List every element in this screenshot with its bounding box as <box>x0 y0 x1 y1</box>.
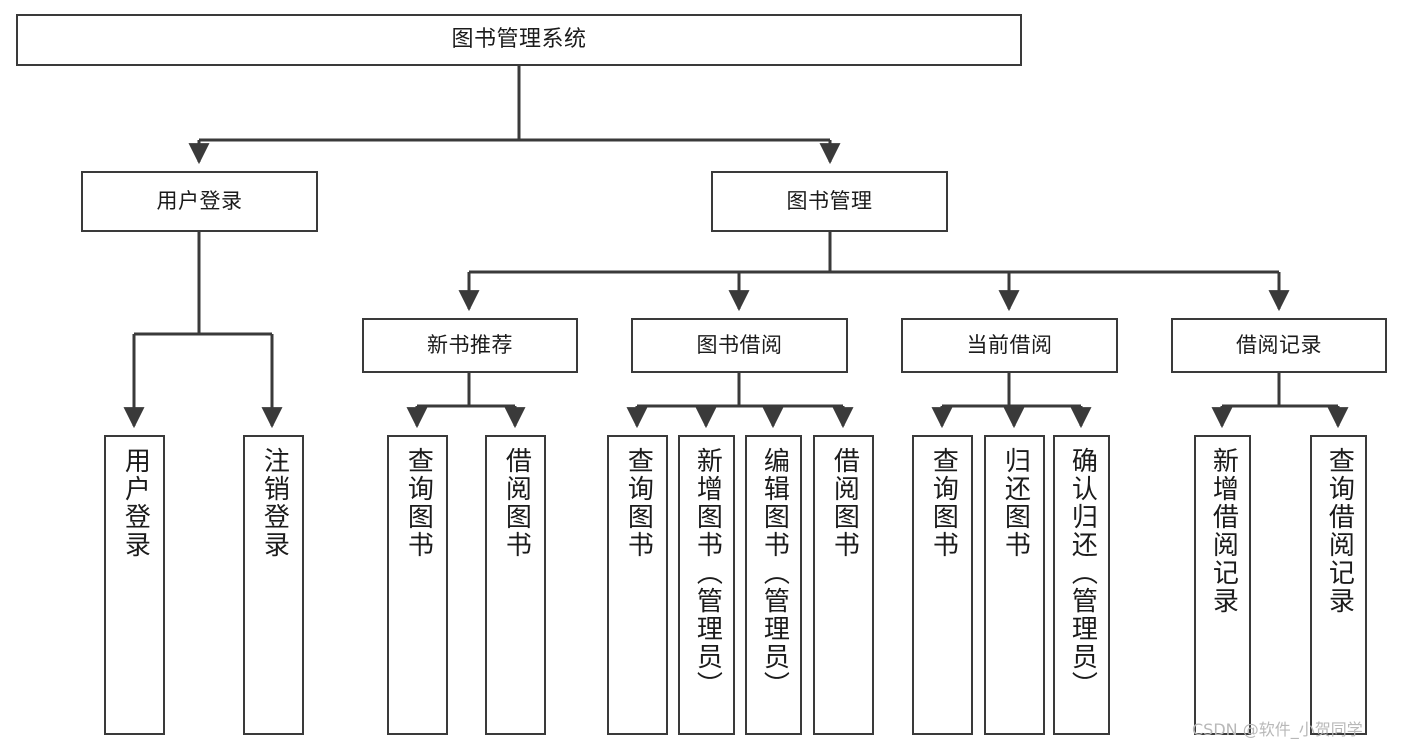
node-root[interactable]: 图书管理系统 <box>16 14 1022 66</box>
node-current-borrow[interactable]: 当前借阅 <box>901 318 1118 373</box>
node-leaf-query-book-cb-label: 查询图书 <box>928 447 959 559</box>
node-borrow-record[interactable]: 借阅记录 <box>1171 318 1387 373</box>
node-leaf-user-logout-label: 注销登录 <box>259 447 290 559</box>
node-leaf-borrow-book-bb-label: 借阅图书 <box>829 447 860 559</box>
node-current-borrow-label: 当前借阅 <box>966 333 1053 358</box>
node-user-login[interactable]: 用户登录 <box>81 171 318 232</box>
node-leaf-add-book-admin[interactable]: 新增图书（管理员） <box>678 435 735 735</box>
node-leaf-query-book-bb-label: 查询图书 <box>623 447 654 559</box>
node-leaf-borrow-book-rec[interactable]: 借阅图书 <box>485 435 546 735</box>
node-leaf-query-book-cb[interactable]: 查询图书 <box>912 435 973 735</box>
node-leaf-confirm-return-admin-label: 确认归还（管理员） <box>1067 447 1098 699</box>
node-leaf-query-book-rec[interactable]: 查询图书 <box>387 435 448 735</box>
node-leaf-add-book-admin-label: 新增图书（管理员） <box>692 447 723 699</box>
node-leaf-return-book[interactable]: 归还图书 <box>984 435 1045 735</box>
node-book-borrow-label: 图书借阅 <box>696 333 783 358</box>
node-leaf-query-book-bb[interactable]: 查询图书 <box>607 435 668 735</box>
node-leaf-confirm-return-admin[interactable]: 确认归还（管理员） <box>1053 435 1110 735</box>
node-borrow-record-label: 借阅记录 <box>1236 333 1322 358</box>
node-leaf-user-login-label: 用户登录 <box>120 447 151 559</box>
watermark-text: CSDN @软件_小贺同学 <box>1192 720 1363 739</box>
node-leaf-edit-book-admin[interactable]: 编辑图书（管理员） <box>745 435 802 735</box>
node-book-manage[interactable]: 图书管理 <box>711 171 948 232</box>
node-leaf-borrow-book-rec-label: 借阅图书 <box>501 447 532 559</box>
node-book-manage-label: 图书管理 <box>786 189 873 214</box>
node-leaf-user-login[interactable]: 用户登录 <box>104 435 165 735</box>
node-root-label: 图书管理系统 <box>451 27 587 53</box>
node-new-book-rec[interactable]: 新书推荐 <box>362 318 578 373</box>
node-leaf-user-logout[interactable]: 注销登录 <box>243 435 304 735</box>
node-leaf-add-borrow-record-label: 新增借阅记录 <box>1208 447 1239 615</box>
node-leaf-add-borrow-record[interactable]: 新增借阅记录 <box>1194 435 1251 735</box>
node-leaf-query-borrow-record-label: 查询借阅记录 <box>1324 447 1355 615</box>
node-leaf-edit-book-admin-label: 编辑图书（管理员） <box>759 447 790 699</box>
node-leaf-borrow-book-bb[interactable]: 借阅图书 <box>813 435 874 735</box>
node-leaf-query-borrow-record[interactable]: 查询借阅记录 <box>1310 435 1367 735</box>
node-user-login-label: 用户登录 <box>156 189 243 214</box>
node-leaf-return-book-label: 归还图书 <box>1000 447 1031 559</box>
node-leaf-query-book-rec-label: 查询图书 <box>403 447 434 559</box>
node-book-borrow[interactable]: 图书借阅 <box>631 318 848 373</box>
node-new-book-rec-label: 新书推荐 <box>427 333 513 358</box>
